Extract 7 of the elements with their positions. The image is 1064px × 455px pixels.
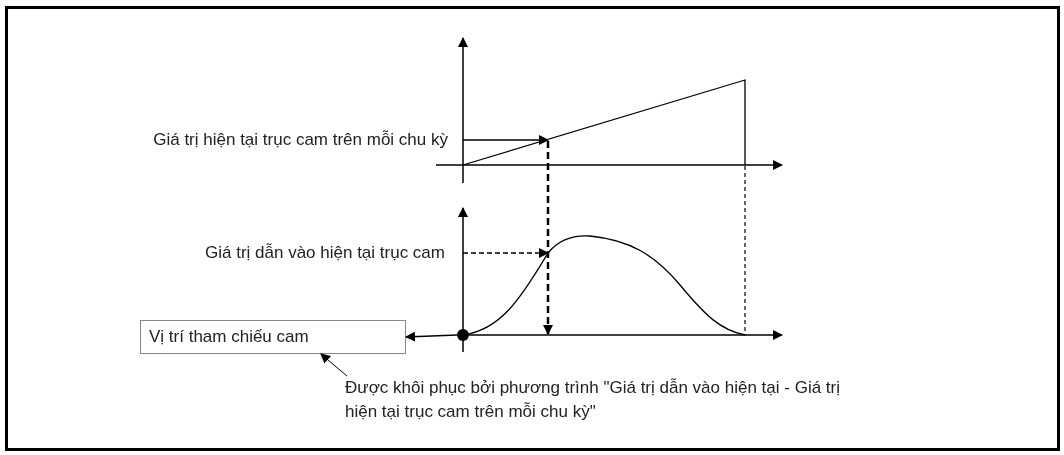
axis-label: Giá trị hiện tại trục cam trên mỗi chu kỳ <box>152 129 448 151</box>
note-text: Được khôi phục bởi phương trình "Giá trị dẫn vào hiện tại - Giá trị hiện tại trục cam trên mỗi chu kỳ" <box>345 376 865 426</box>
arrow <box>405 331 458 342</box>
axis-label: Giá trị dẫn vào hiện tại trục cam <box>204 242 445 264</box>
reference-box: Vị trí tham chiếu cam <box>140 320 406 354</box>
leader-line <box>320 353 348 377</box>
origin-dot <box>457 329 469 341</box>
